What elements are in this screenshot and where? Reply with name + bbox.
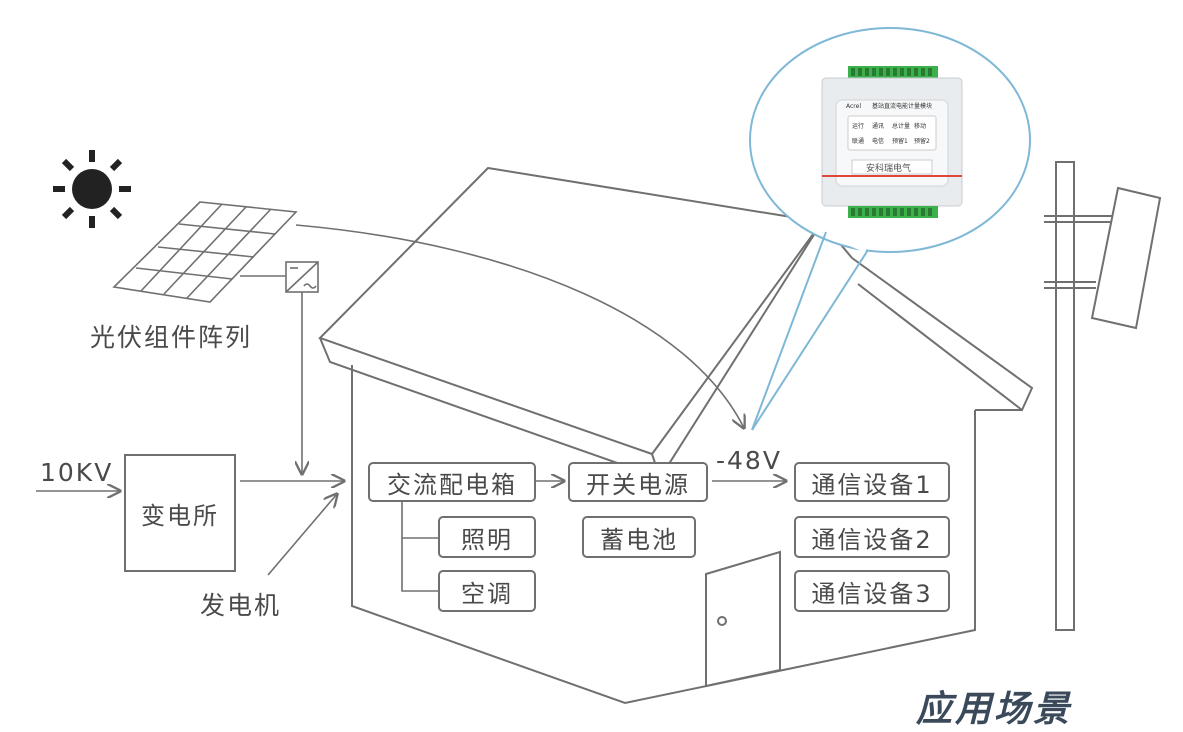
house-outline xyxy=(318,166,1034,705)
device-model-text: 基站直流电能计量模块 xyxy=(872,102,932,110)
substation-box: 变电所 xyxy=(124,454,236,572)
battery-box: 蓄电池 xyxy=(582,516,696,558)
device-logo: Acrel xyxy=(846,103,861,110)
antenna-icon xyxy=(1044,161,1162,631)
indicator-7: 预留2 xyxy=(914,137,930,145)
ac-distribution-box: 交流配电箱 xyxy=(368,462,536,502)
sun-icon xyxy=(53,150,131,228)
indicator-3: 移动 xyxy=(914,122,926,130)
pv-array-label: 光伏组件阵列 xyxy=(90,323,253,352)
switching-power-box: 开关电源 xyxy=(568,462,708,502)
device-brand: 安科瑞电气 xyxy=(866,162,911,174)
door-icon xyxy=(705,550,781,688)
comm-device-1-box: 通信设备1 xyxy=(794,462,950,502)
lighting-box: 照明 xyxy=(438,516,536,558)
indicator-6: 预留1 xyxy=(892,137,908,145)
comm-device-3-box: 通信设备3 xyxy=(794,570,950,612)
indicator-4: 联通 xyxy=(852,137,864,145)
indicator-5: 电信 xyxy=(872,137,884,145)
dc-voltage-label: -48V xyxy=(716,446,782,475)
meter-module-icon: Acrel 基站直流电能计量模块 运行 通讯 总计量 移动 联通 电信 预留1 … xyxy=(821,66,963,218)
indicator-0: 运行 xyxy=(852,122,864,130)
air-conditioning-box: 空调 xyxy=(438,570,536,612)
indicator-1: 通讯 xyxy=(872,122,884,130)
indicator-2: 总计量 xyxy=(892,122,910,130)
page-title: 应用场景 xyxy=(916,689,1073,730)
solar-panel-icon xyxy=(112,201,298,303)
comm-device-2-box: 通信设备2 xyxy=(794,516,950,558)
input-voltage-label: 10KV xyxy=(40,458,114,487)
generator-label: 发电机 xyxy=(200,591,282,620)
inverter-icon xyxy=(285,261,319,293)
